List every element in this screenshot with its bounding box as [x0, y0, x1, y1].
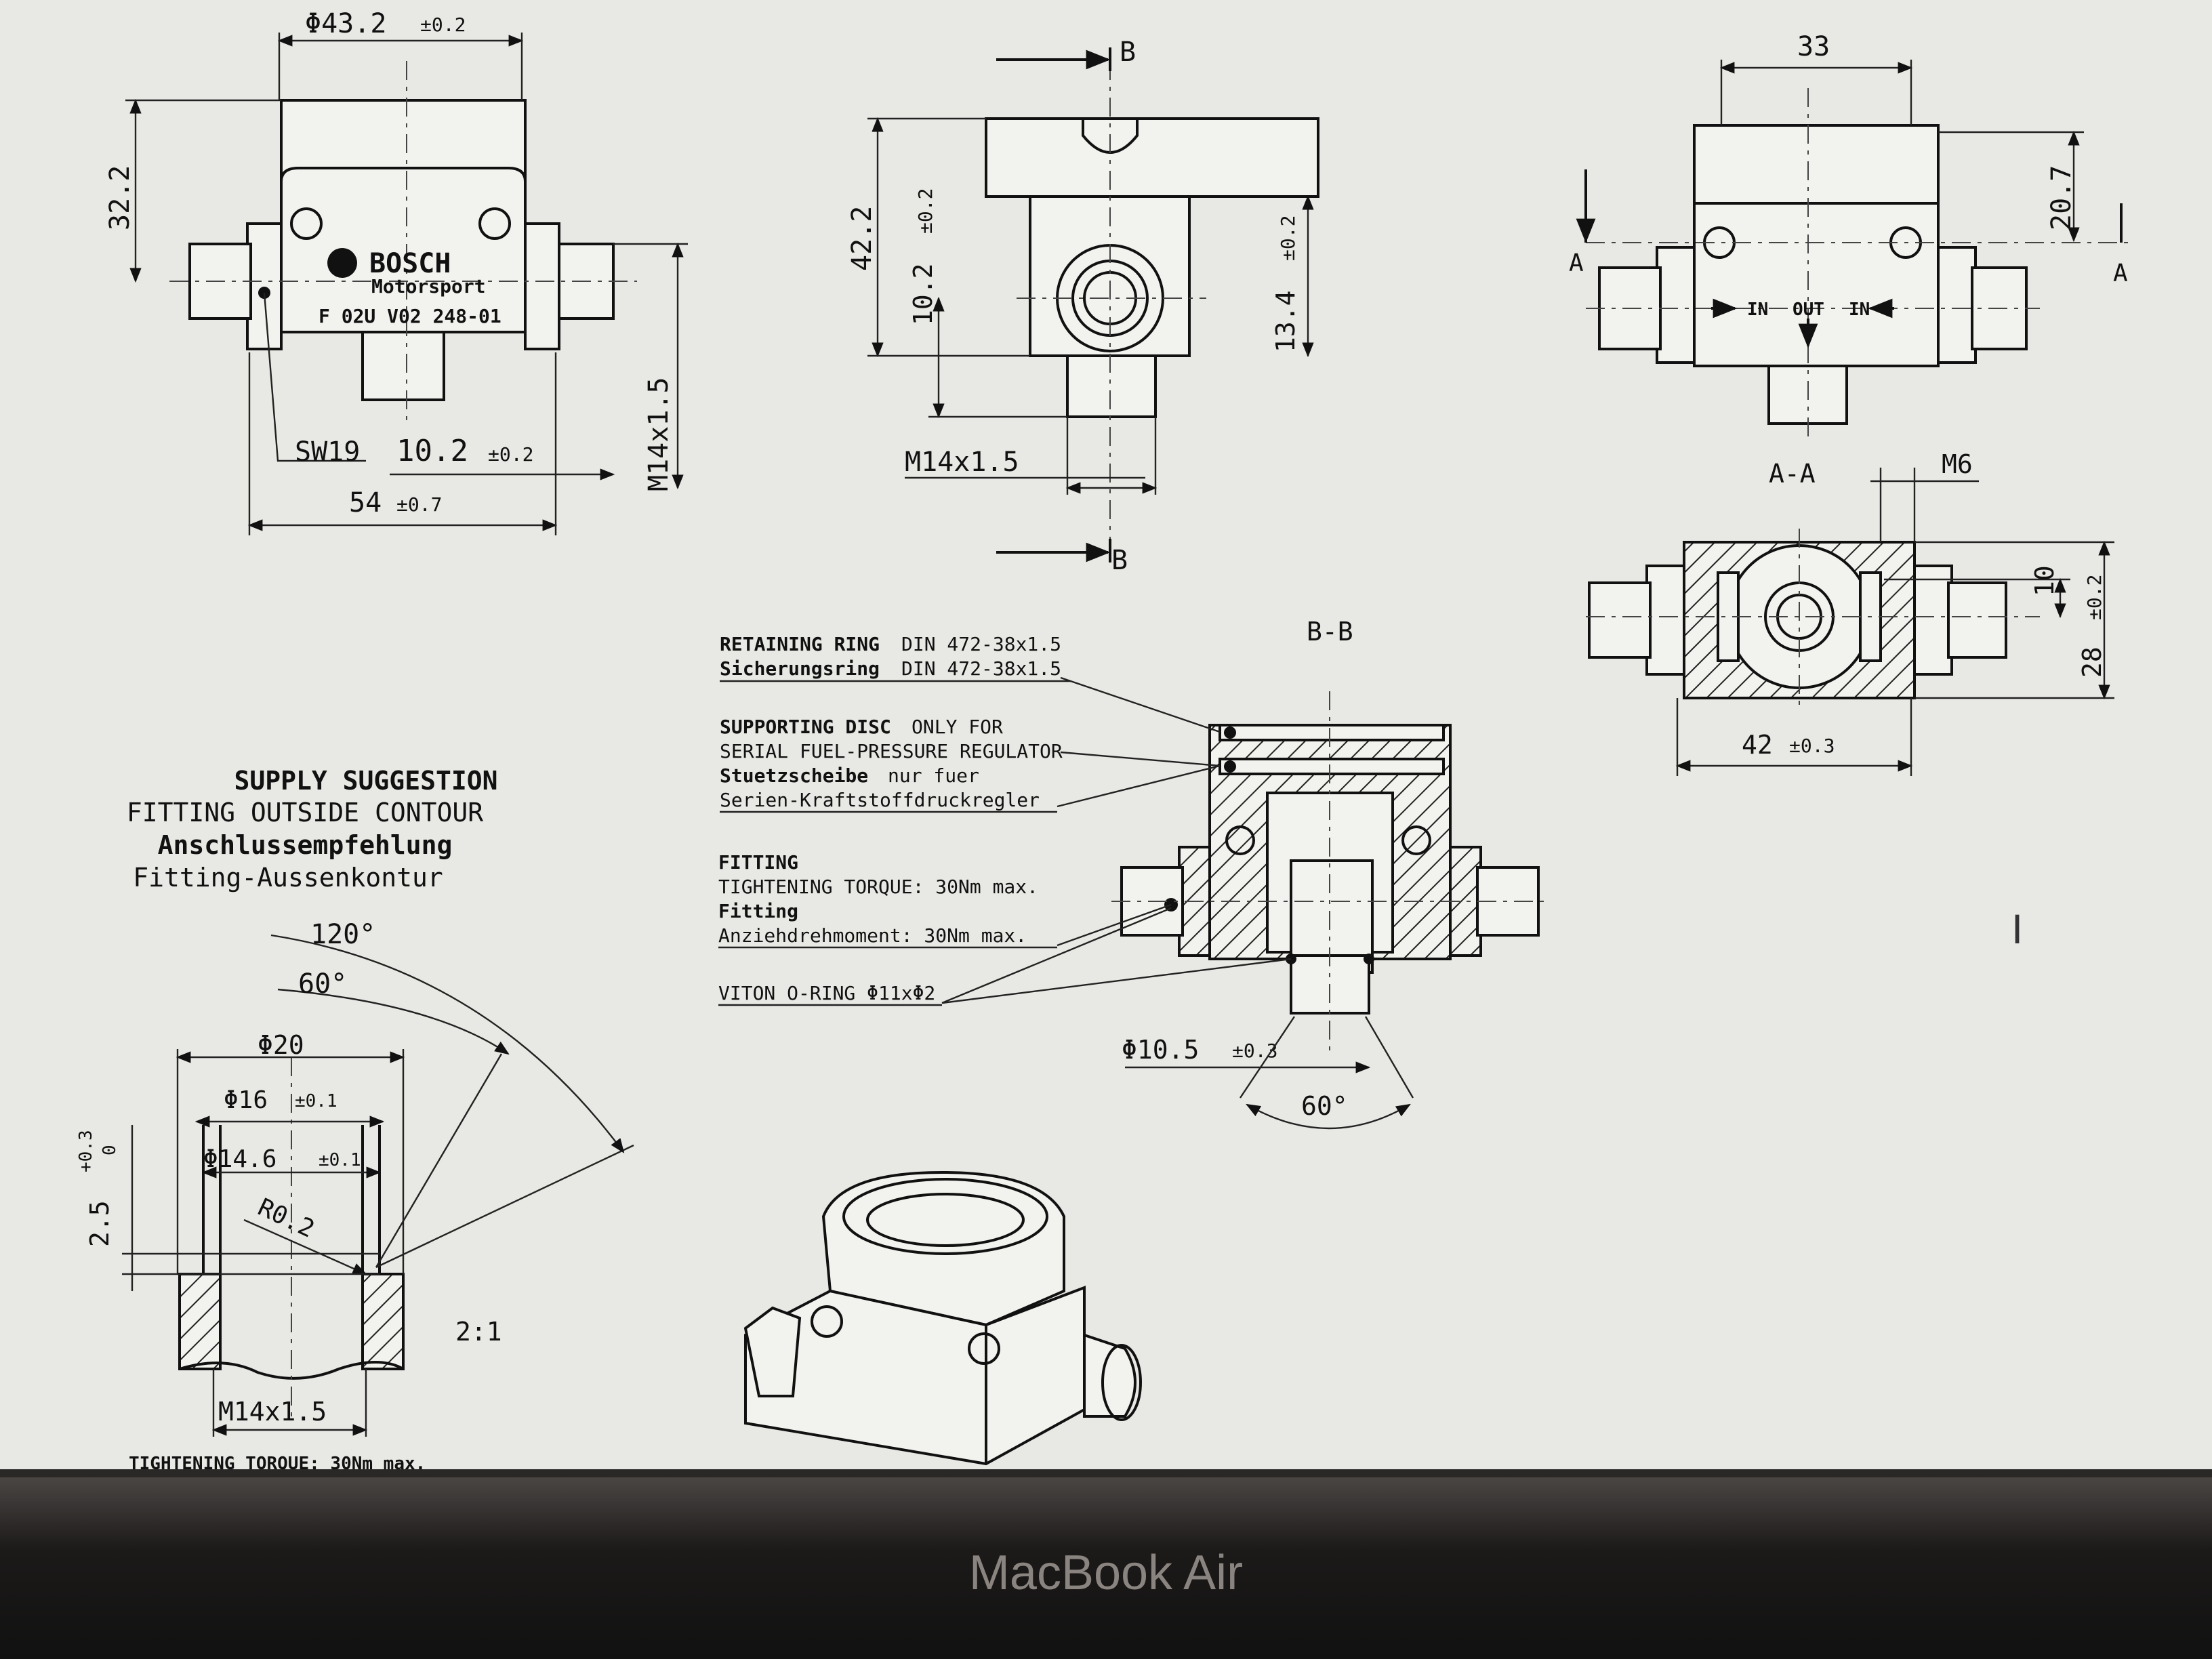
dim-front-height: 32.2 — [104, 165, 136, 230]
dim-aa-h-tol: ±0.2 — [2083, 575, 2106, 620]
dim-supply-d16: Φ16 — [224, 1086, 268, 1114]
section-b-bottom: B — [1111, 545, 1128, 576]
dim-supply-d146-tol: ±0.1 — [319, 1150, 361, 1170]
note-ring-en: DIN 472-38x1.5 — [901, 633, 1061, 655]
note-viton-oring: VITON O-RING Φ11xΦ2 — [718, 982, 935, 1004]
dim-bb-dia: Φ10.5 — [1122, 1035, 1199, 1065]
note-ring-de: DIN 472-38x1.5 — [901, 657, 1061, 680]
note-disc-de-bold: Stuetzscheibe — [720, 764, 868, 787]
laptop-brand-label: MacBook Air — [968, 1546, 1244, 1600]
note-fitting-en-bold: FITTING — [718, 851, 798, 874]
dim-front-width-tol: ±0.2 — [420, 14, 466, 36]
dim-supply-thread: M14x1.5 — [218, 1397, 327, 1427]
dim-supply-120: 120° — [310, 919, 375, 950]
dim-top-width: 33 — [1797, 31, 1830, 62]
supply-title-en-bold: SUPPLY SUGGESTION — [234, 766, 498, 796]
technical-drawing: BOSCH Motorsport F 02U V02 248-01 Φ43.2 … — [76, 8, 2128, 1474]
dim-supply-depth: 2.5 — [85, 1200, 115, 1247]
text-cursor-icon: I — [2011, 907, 2024, 953]
dim-supply-depth-tol-up: +0.3 — [76, 1130, 96, 1172]
section-b-b-title: B-B — [1307, 617, 1353, 647]
dim-top-height: 20.7 — [2046, 165, 2077, 230]
section-a-left: A — [1569, 249, 1584, 277]
dim-aa-m6: M6 — [1942, 449, 1973, 479]
dim-bb-angle: 60° — [1301, 1091, 1348, 1121]
dim-aa-w: 42 — [1742, 730, 1773, 760]
dim-bb-dia-tol: ±0.3 — [1232, 1040, 1277, 1062]
motorsport-label: Motorsport — [371, 275, 486, 298]
supply-title-de-bold: Anschlussempfehlung — [158, 830, 453, 860]
supply-suggestion: SUPPLY SUGGESTION FITTING OUTSIDE CONTOU… — [76, 766, 634, 1474]
note-disc-de: nur fuer — [888, 764, 979, 787]
scale-label: 2:1 — [455, 1317, 502, 1347]
dim-supply-60: 60° — [298, 968, 347, 1000]
flow-in-left: IN — [1747, 300, 1768, 320]
part-number: F 02U V02 248-01 — [319, 305, 501, 327]
note-disc-de-2: Serien-Kraftstoffdruckregler — [720, 789, 1040, 811]
dim-side-outer-tol: ±0.2 — [1277, 216, 1299, 261]
dim-supply-d146: Φ14.6 — [203, 1145, 276, 1173]
flow-in-right: IN — [1849, 300, 1870, 320]
note-disc-en-bold: SUPPORTING DISC — [720, 716, 891, 738]
note-fitting-en: TIGHTENING TORQUE: 30Nm max. — [718, 876, 1038, 898]
dim-side-inner: 10.2 — [908, 263, 938, 325]
note-disc-en: ONLY FOR — [912, 716, 1003, 738]
dim-front-length: 54 — [349, 487, 382, 518]
dim-supply-radius: R0.2 — [253, 1193, 319, 1244]
dim-front-length-tol: ±0.7 — [396, 493, 442, 516]
dim-supply-depth-tol-lo: 0 — [100, 1145, 120, 1155]
dim-supply-d16-tol: ±0.1 — [295, 1091, 337, 1111]
section-a-a-title: A-A — [1769, 459, 1816, 489]
dim-side-inner-tol: ±0.2 — [914, 188, 937, 234]
supply-title-de: Fitting-Aussenkontur — [133, 863, 443, 893]
dim-front-offset: 10.2 — [396, 434, 468, 468]
supply-title-en: FITTING OUTSIDE CONTOUR — [127, 798, 483, 827]
laptop-bezel — [0, 1477, 2212, 1659]
dim-front-thread: M14x1.5 — [643, 377, 674, 491]
note-fitting-de: Anziehdrehmoment: 30Nm max. — [718, 924, 1027, 947]
dim-side-outer: 13.4 — [1271, 290, 1300, 352]
front-view: BOSCH Motorsport F 02U V02 248-01 Φ43.2 … — [104, 8, 688, 535]
dim-front-offset-tol: ±0.2 — [488, 443, 533, 466]
dim-aa-h: 28 — [2077, 647, 2107, 678]
dim-side-height: 42.2 — [846, 206, 878, 271]
dim-wrench-size: SW19 — [295, 436, 360, 468]
side-view: B B 42.2 10.2 ±0.2 13.4 ±0.2 M14x1.5 — [846, 37, 1319, 576]
isometric-view — [743, 1170, 1142, 1466]
dim-side-thread: M14x1.5 — [905, 447, 1019, 478]
dim-aa-w-tol: ±0.3 — [1789, 735, 1835, 757]
dim-aa-ten: 10 — [2030, 565, 2060, 596]
section-b-b: B-B RETAINING RING DIN 472-38x1.5 Sicher… — [718, 617, 1549, 1130]
note-disc-en-2: SERIAL FUEL-PRESSURE REGULATOR — [720, 740, 1063, 762]
dim-front-width: Φ43.2 — [305, 8, 386, 39]
dim-supply-d20: Φ20 — [258, 1030, 304, 1060]
section-b-top: B — [1120, 37, 1136, 68]
flow-out: OUT — [1793, 300, 1824, 320]
top-view: IN OUT IN A A 33 20.7 — [1569, 31, 2128, 441]
note-fitting-de-bold: Fitting — [718, 900, 798, 922]
note-ring-de-bold: Sicherungsring — [720, 657, 880, 680]
bosch-logo-text: BOSCH — [369, 248, 451, 279]
note-ring-en-bold: RETAINING RING — [720, 633, 880, 655]
section-a-right: A — [2113, 260, 2128, 287]
section-a-a: A-A M6 10 28 ±0.2 42 ±0.3 — [1586, 449, 2114, 776]
